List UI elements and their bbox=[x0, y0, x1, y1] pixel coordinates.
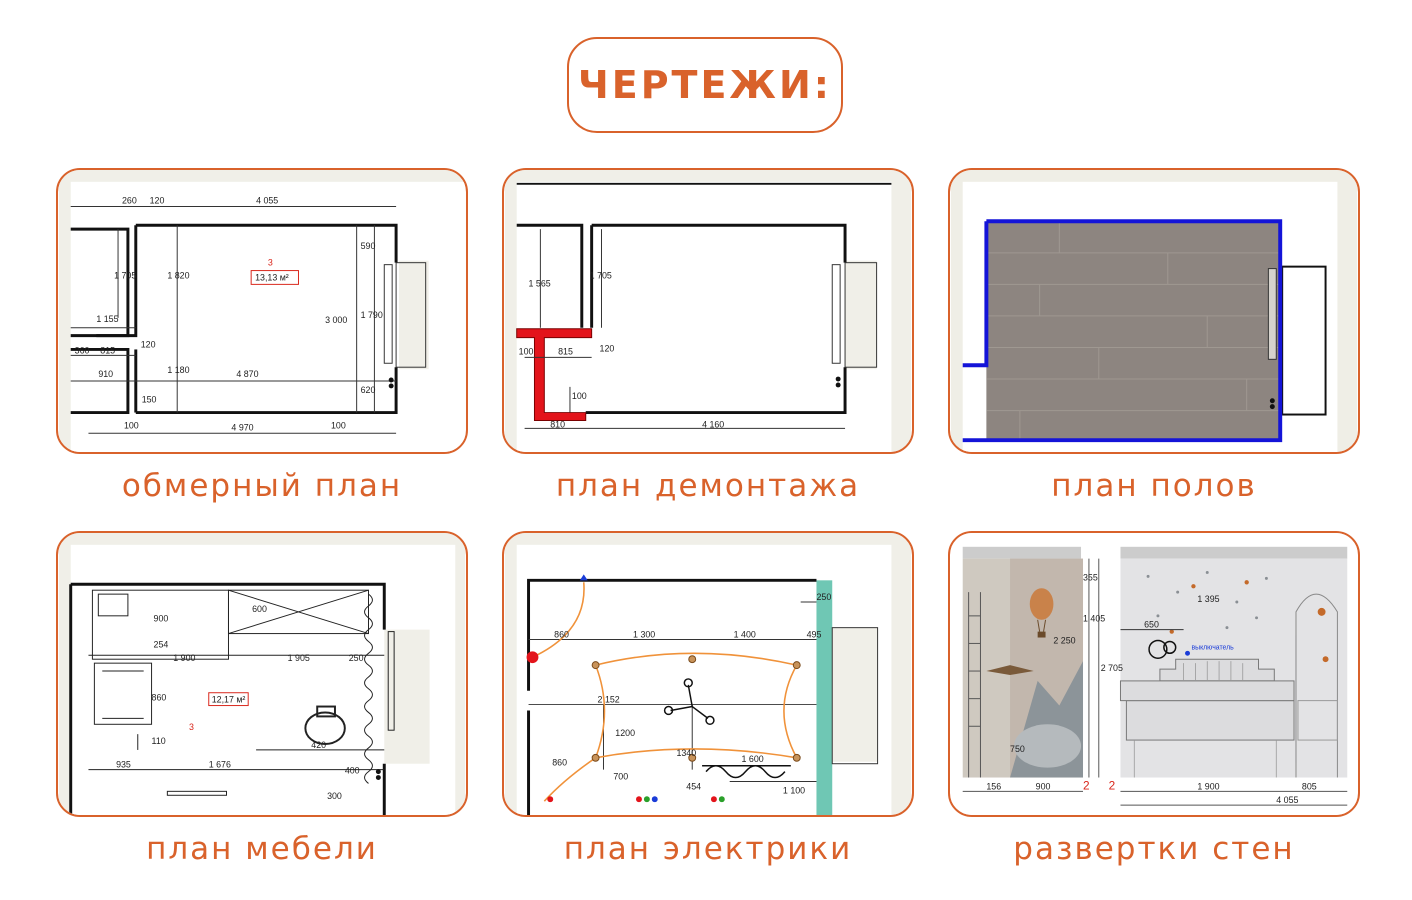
dim-label: 1 300 bbox=[633, 630, 655, 640]
dim-label: 1340 bbox=[676, 748, 696, 758]
demolition-plan-drawing: 1 565 1 705 100 815 120 100 810 4 160 bbox=[504, 170, 912, 452]
dim-label: 1 405 bbox=[1083, 614, 1105, 624]
card-furniture-plan[interactable]: 12,17 м² 3 900 254 600 1 900 1 905 250 8… bbox=[56, 531, 468, 817]
dim-label: 355 bbox=[1083, 572, 1098, 582]
dim-label: 100 bbox=[519, 346, 534, 356]
dim-label: 254 bbox=[154, 639, 169, 649]
dim-label: 1 155 bbox=[96, 314, 118, 324]
dim-label: 810 bbox=[550, 419, 565, 429]
dim-label: 420 bbox=[311, 740, 326, 750]
room-number: 3 bbox=[189, 722, 194, 732]
dim-label: 860 bbox=[152, 693, 167, 703]
dim-label: 600 bbox=[252, 604, 267, 614]
dim-label: 495 bbox=[807, 630, 822, 640]
card-demolition-plan[interactable]: 1 565 1 705 100 815 120 100 810 4 160 bbox=[502, 168, 914, 454]
caption-floor-plan: план полов bbox=[1051, 468, 1257, 504]
dim-label: 1 180 bbox=[167, 365, 189, 375]
dim-label: 120 bbox=[141, 339, 156, 349]
elevation-number: 2 bbox=[1109, 778, 1116, 792]
dim-label: 150 bbox=[142, 395, 157, 405]
furniture-plan-drawing: 12,17 м² 3 900 254 600 1 900 1 905 250 8… bbox=[58, 533, 466, 815]
dim-label: 1 565 bbox=[529, 278, 551, 288]
card-electrical-plan[interactable]: 860 1 300 1 400 495 250 2 152 1200 1340 … bbox=[502, 531, 914, 817]
dim-label: 1200 bbox=[615, 728, 635, 738]
caption-wall-elevations: развертки стен bbox=[1013, 831, 1295, 867]
dim-label: 1 395 bbox=[1197, 594, 1219, 604]
room-area: 12,17 м² bbox=[212, 695, 246, 705]
dim-label: 900 bbox=[154, 614, 169, 624]
dim-label: 300 bbox=[327, 791, 342, 801]
dim-label: 1 676 bbox=[209, 760, 231, 770]
dim-label: 4 055 bbox=[256, 196, 278, 206]
switch-note: выключатель bbox=[1191, 644, 1234, 651]
elevation-number: 2 bbox=[1083, 778, 1090, 792]
dim-label: 1 600 bbox=[742, 754, 764, 764]
dim-label: 120 bbox=[150, 196, 165, 206]
dim-label: 900 bbox=[1036, 781, 1051, 791]
dim-label: 910 bbox=[98, 369, 113, 379]
dim-label: 2 705 bbox=[1101, 663, 1123, 673]
dim-label: 1 705 bbox=[590, 270, 612, 280]
dim-label: 1 705 bbox=[114, 270, 136, 280]
dim-label: 250 bbox=[816, 592, 831, 602]
dim-label: 100 bbox=[331, 420, 346, 430]
dim-label: 4 970 bbox=[231, 422, 253, 432]
wall-elevations-drawing: выключатель 355 1 405 2 250 2 705 1 395 … bbox=[950, 533, 1358, 815]
dim-label: 1 905 bbox=[288, 653, 310, 663]
card-wall-elevations[interactable]: выключатель 355 1 405 2 250 2 705 1 395 … bbox=[948, 531, 1360, 817]
dim-label: 1 790 bbox=[361, 310, 383, 320]
dim-label: 620 bbox=[361, 385, 376, 395]
dim-label: 454 bbox=[686, 781, 701, 791]
card-measurement-plan[interactable]: 3 13,13 м² 260 120 4 055 1 705 1 820 590… bbox=[56, 168, 468, 454]
dim-label: 860 bbox=[552, 758, 567, 768]
dim-label: 1 900 bbox=[173, 653, 195, 663]
caption-demolition-plan: план демонтажа bbox=[555, 468, 861, 504]
dim-label: 400 bbox=[345, 766, 360, 776]
dim-label: 750 bbox=[1010, 744, 1025, 754]
dim-label: 700 bbox=[613, 772, 628, 782]
dim-label: 4 870 bbox=[236, 369, 258, 379]
dim-label: 860 bbox=[554, 630, 569, 640]
dim-label: 1 100 bbox=[783, 785, 805, 795]
dim-label: 815 bbox=[100, 345, 115, 355]
electrical-plan-drawing: 860 1 300 1 400 495 250 2 152 1200 1340 … bbox=[504, 533, 912, 815]
dim-label: 805 bbox=[1302, 781, 1317, 791]
title-box: ЧЕРТЕЖИ: bbox=[567, 37, 843, 133]
dim-label: 250 bbox=[349, 653, 364, 663]
dim-label: 1 400 bbox=[734, 630, 756, 640]
card-floor-plan[interactable] bbox=[948, 168, 1360, 454]
dim-label: 100 bbox=[572, 391, 587, 401]
dim-label: 650 bbox=[1144, 620, 1159, 630]
room-area: 13,13 м² bbox=[255, 272, 289, 282]
dim-label: 360 bbox=[75, 345, 90, 355]
dim-label: 935 bbox=[116, 760, 131, 770]
dim-label: 260 bbox=[122, 196, 137, 206]
dim-label: 590 bbox=[361, 241, 376, 251]
dim-label: 3 000 bbox=[325, 315, 347, 325]
dim-label: 110 bbox=[152, 736, 166, 746]
dim-label: 156 bbox=[986, 781, 1001, 791]
dim-label: 1 820 bbox=[167, 270, 189, 280]
measurement-plan-drawing: 3 13,13 м² 260 120 4 055 1 705 1 820 590… bbox=[58, 170, 466, 452]
caption-measurement-plan: обмерный план bbox=[121, 468, 403, 504]
dim-label: 120 bbox=[600, 343, 615, 353]
caption-electrical-plan: план электрики bbox=[563, 831, 853, 867]
dim-label: 100 bbox=[124, 420, 139, 430]
floor-plan-drawing bbox=[950, 170, 1358, 452]
dim-label: 815 bbox=[558, 346, 573, 356]
dim-label: 2 152 bbox=[598, 695, 620, 705]
dim-label: 2 250 bbox=[1053, 635, 1075, 645]
caption-furniture-plan: план мебели bbox=[146, 831, 378, 867]
dim-label: 4 055 bbox=[1276, 795, 1298, 805]
dim-label: 1 900 bbox=[1197, 781, 1219, 791]
dim-label: 4 160 bbox=[702, 419, 724, 429]
room-number: 3 bbox=[268, 258, 273, 268]
page-title: ЧЕРТЕЖИ: bbox=[578, 63, 832, 107]
